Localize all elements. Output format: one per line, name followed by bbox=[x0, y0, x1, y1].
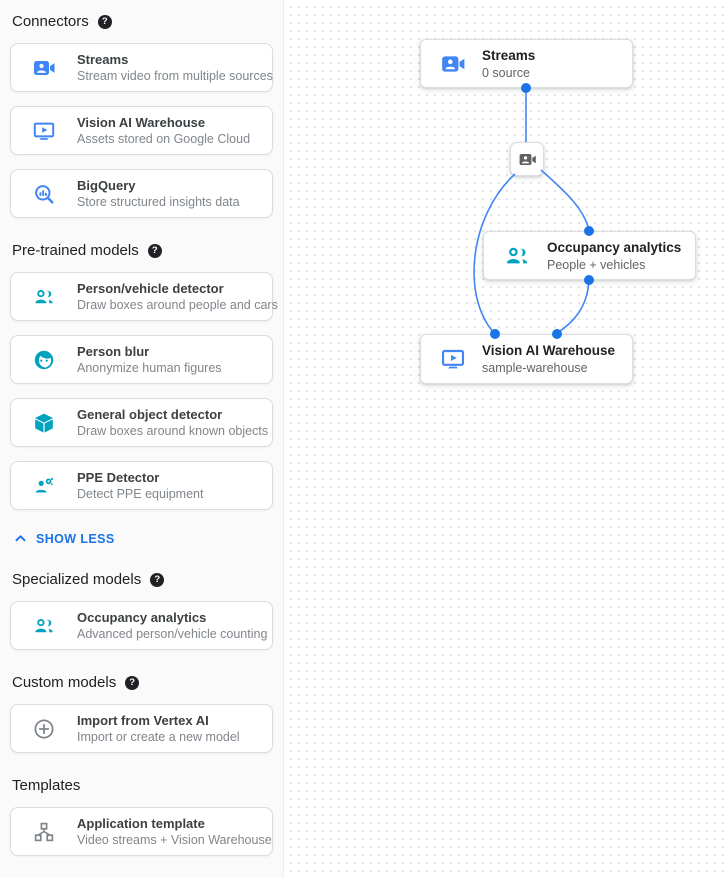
section-custom-models: Custom models ? Import from Vertex AI Im… bbox=[10, 674, 273, 753]
canvas-node-streams[interactable]: Streams 0 source bbox=[420, 39, 633, 88]
palette-item-general-object-detector[interactable]: General object detector Draw boxes aroun… bbox=[10, 398, 273, 447]
palette-item-occupancy-analytics[interactable]: Occupancy analytics Advanced person/vehi… bbox=[10, 601, 273, 650]
section-header: Pre-trained models ? bbox=[12, 242, 271, 259]
smart-display-icon bbox=[440, 346, 466, 372]
palette-item-streams[interactable]: Streams Stream video from multiple sourc… bbox=[10, 43, 273, 92]
port-warehouse-input-left[interactable] bbox=[490, 329, 500, 339]
node-title: Occupancy analytics bbox=[547, 239, 682, 255]
port-occupancy-input[interactable] bbox=[584, 226, 594, 236]
palette-item-text: Vision AI Warehouse Assets stored on Goo… bbox=[77, 114, 250, 147]
person-gear-icon bbox=[32, 474, 56, 498]
palette-item-title: Application template bbox=[77, 816, 205, 831]
palette-item-subtitle: Advanced person/vehicle counting bbox=[77, 627, 268, 641]
canvas-node-stream-source[interactable] bbox=[510, 142, 544, 176]
people-group-icon bbox=[32, 614, 56, 638]
section-pretrained-models: Pre-trained models ? Person/vehicle dete… bbox=[10, 242, 278, 510]
section-header: Templates bbox=[12, 777, 271, 794]
node-title: Streams bbox=[482, 47, 536, 63]
node-subtitle: People + vehicles bbox=[547, 257, 646, 272]
face-icon bbox=[32, 348, 56, 372]
palette-item-subtitle: Import or create a new model bbox=[77, 730, 240, 744]
palette-item-vision-ai-warehouse[interactable]: Vision AI Warehouse Assets stored on Goo… bbox=[10, 106, 273, 155]
video-camera-icon bbox=[440, 51, 466, 77]
add-circle-icon bbox=[32, 717, 56, 741]
section-title-connectors: Connectors bbox=[12, 13, 89, 30]
palette-item-text: Occupancy analytics Advanced person/vehi… bbox=[77, 609, 268, 642]
palette-item-subtitle: Draw boxes around known objects bbox=[77, 424, 269, 438]
palette-item-application-template[interactable]: Application template Video streams + Vis… bbox=[10, 807, 273, 856]
people-group-icon bbox=[32, 285, 56, 309]
node-text: Occupancy analytics People + vehicles bbox=[547, 239, 681, 273]
palette-item-text: Streams Stream video from multiple sourc… bbox=[77, 51, 273, 84]
section-specialized-models: Specialized models ? Occupancy analytics… bbox=[10, 571, 273, 650]
palette-item-person-vehicle-detector[interactable]: Person/vehicle detector Draw boxes aroun… bbox=[10, 272, 278, 321]
node-subtitle: 0 source bbox=[482, 65, 530, 80]
palette-item-title: Person blur bbox=[77, 344, 150, 359]
palette-item-title: Occupancy analytics bbox=[77, 610, 207, 625]
palette-item-text: Person/vehicle detector Draw boxes aroun… bbox=[77, 280, 278, 313]
palette-item-subtitle: Assets stored on Google Cloud bbox=[77, 132, 251, 146]
palette-item-text: Import from Vertex AI Import or create a… bbox=[77, 712, 240, 745]
palette-item-title: Streams bbox=[77, 52, 129, 67]
section-title-templates: Templates bbox=[12, 777, 81, 794]
node-title: Vision AI Warehouse bbox=[482, 343, 616, 358]
node-subtitle: sample-warehouse bbox=[482, 361, 588, 375]
canvas-node-occupancy-analytics[interactable]: Occupancy analytics People + vehicles bbox=[483, 231, 696, 280]
section-title-custom-models: Custom models bbox=[12, 674, 117, 691]
chevron-up-icon bbox=[12, 530, 29, 547]
palette-item-subtitle: Draw boxes around people and cars bbox=[77, 298, 278, 312]
show-less-label: SHOW LESS bbox=[36, 531, 115, 546]
palette-item-title: Import from Vertex AI bbox=[77, 713, 209, 728]
help-icon[interactable]: ? bbox=[147, 243, 162, 258]
pipeline-edges-layer bbox=[473, 83, 594, 339]
pipeline-canvas[interactable]: Streams 0 source Occupancy analytics Peo… bbox=[284, 0, 725, 878]
flow-tree-icon bbox=[32, 820, 56, 844]
video-camera-icon bbox=[32, 56, 56, 80]
palette-item-text: General object detector Draw boxes aroun… bbox=[77, 406, 269, 439]
node-text: Vision AI Warehouse sample-warehouse bbox=[482, 342, 615, 376]
port-warehouse-input-right[interactable] bbox=[552, 329, 562, 339]
section-header: Specialized models ? bbox=[12, 571, 271, 588]
palette-item-subtitle: Store structured insights data bbox=[77, 195, 240, 209]
people-group-icon bbox=[503, 242, 531, 270]
section-templates: Templates Application template Video str… bbox=[10, 777, 273, 856]
section-title-pretrained-models: Pre-trained models bbox=[12, 242, 139, 259]
port-occupancy-output[interactable] bbox=[584, 275, 594, 285]
section-connectors: Connectors ? Streams Stream video from m… bbox=[10, 13, 273, 218]
palette-item-text: Person blur Anonymize human figures bbox=[77, 343, 222, 376]
palette-item-ppe-detector[interactable]: PPE Detector Detect PPE equipment bbox=[10, 461, 273, 510]
help-icon[interactable]: ? bbox=[150, 572, 165, 587]
palette-item-import-from-vertex-ai[interactable]: Import from Vertex AI Import or create a… bbox=[10, 704, 273, 753]
help-icon[interactable]: ? bbox=[125, 675, 140, 690]
section-title-specialized-models: Specialized models bbox=[12, 571, 142, 588]
palette-item-text: PPE Detector Detect PPE equipment bbox=[77, 469, 203, 502]
smart-display-icon bbox=[32, 119, 56, 143]
palette-item-text: Application template Video streams + Vis… bbox=[77, 815, 272, 848]
node-text: Streams 0 source bbox=[482, 47, 535, 81]
palette-item-subtitle: Video streams + Vision Warehouse bbox=[77, 833, 272, 847]
palette-item-text: BigQuery Store structured insights data bbox=[77, 177, 240, 210]
palette-item-bigquery[interactable]: BigQuery Store structured insights data bbox=[10, 169, 273, 218]
section-header: Custom models ? bbox=[12, 674, 271, 691]
canvas-node-vision-ai-warehouse[interactable]: Vision AI Warehouse sample-warehouse bbox=[420, 334, 633, 384]
port-streams-output[interactable] bbox=[521, 83, 531, 93]
edge-occupancy-to-warehouse bbox=[556, 280, 590, 334]
palette-item-title: PPE Detector bbox=[77, 470, 160, 485]
palette-item-subtitle: Detect PPE equipment bbox=[77, 487, 204, 501]
palette-item-title: Vision AI Warehouse bbox=[77, 115, 206, 130]
palette-item-title: BigQuery bbox=[77, 178, 136, 193]
bigquery-icon bbox=[32, 182, 56, 206]
cube-icon bbox=[32, 411, 56, 435]
help-icon[interactable]: ? bbox=[97, 14, 112, 29]
palette-item-subtitle: Stream video from multiple sources bbox=[77, 69, 273, 83]
palette-item-title: Person/vehicle detector bbox=[77, 281, 224, 296]
palette-item-subtitle: Anonymize human figures bbox=[77, 361, 222, 375]
palette-item-person-blur[interactable]: Person blur Anonymize human figures bbox=[10, 335, 273, 384]
section-header: Connectors ? bbox=[12, 13, 271, 30]
video-camera-icon bbox=[518, 150, 537, 169]
edge-source-to-occupancy bbox=[540, 169, 590, 231]
node-palette-sidebar: Connectors ? Streams Stream video from m… bbox=[0, 0, 284, 878]
palette-item-title: General object detector bbox=[77, 407, 223, 422]
show-less-button[interactable]: SHOW LESS bbox=[12, 530, 271, 547]
